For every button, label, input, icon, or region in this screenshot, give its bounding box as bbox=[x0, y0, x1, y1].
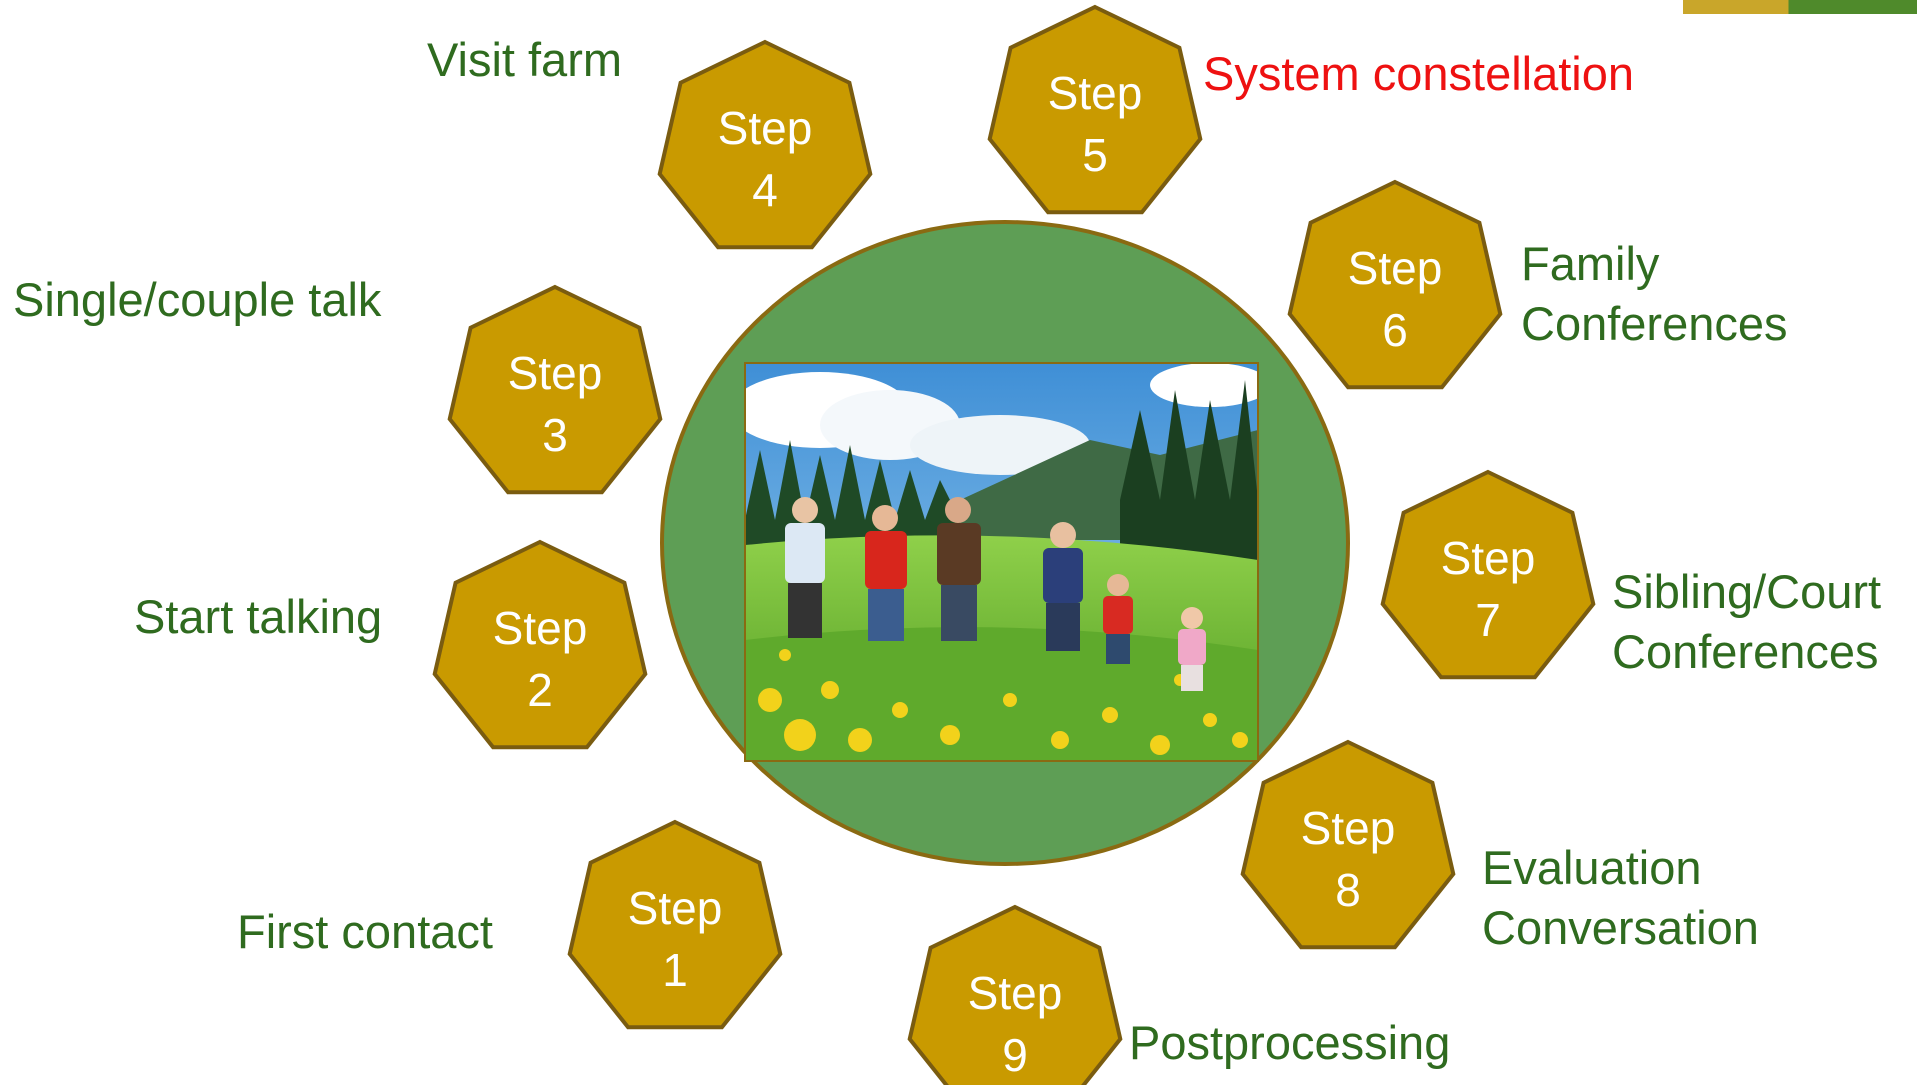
step-4-description-line-1: Visit farm bbox=[427, 33, 622, 86]
step-2-label: Step bbox=[493, 602, 588, 654]
step-6-heptagon: Step 6 bbox=[1287, 179, 1503, 390]
step-7-heptagon: Step 7 bbox=[1380, 469, 1596, 680]
step-2-heptagon: Step 2 bbox=[432, 539, 648, 750]
step-6-description-line-1: Family bbox=[1521, 237, 1660, 290]
step-4-heptagon: Step 4 bbox=[657, 39, 873, 250]
photo-frame bbox=[744, 362, 1259, 762]
step-4-number: 4 bbox=[752, 164, 778, 216]
step-5-heptagon: Step 5 bbox=[987, 4, 1203, 215]
step-9-description: Postprocessing bbox=[1129, 1013, 1450, 1073]
corner-logo-strip bbox=[1683, 0, 1917, 14]
step-1-label: Step bbox=[628, 882, 723, 934]
step-7-number: 7 bbox=[1475, 594, 1501, 646]
step-1-number: 1 bbox=[662, 944, 688, 996]
step-6-heptagon-shape bbox=[1287, 179, 1503, 390]
step-7-heptagon-shape bbox=[1380, 469, 1596, 680]
step-7-label: Step bbox=[1441, 532, 1536, 584]
step-heptagons: Step1Step2Step3Step4Step5Step6Step7Step8… bbox=[432, 4, 1596, 1085]
step-9-number: 9 bbox=[1002, 1029, 1028, 1081]
step-2-description: Start talking bbox=[134, 587, 382, 647]
step-1-description-line-1: First contact bbox=[237, 905, 493, 958]
step-8-description: Evaluation Conversation bbox=[1482, 838, 1759, 958]
step-3-label: Step bbox=[508, 347, 603, 399]
step-6-label: Step bbox=[1348, 242, 1443, 294]
step-5-description: System constellation bbox=[1203, 44, 1634, 104]
step-9-heptagon: Step 9 bbox=[907, 904, 1123, 1085]
step-5-number: 5 bbox=[1082, 129, 1108, 181]
step-7-description-line-1: Sibling/Court bbox=[1612, 565, 1882, 618]
step-8-heptagon: Step 8 bbox=[1240, 739, 1456, 950]
step-8-description-line-1: Evaluation bbox=[1482, 841, 1702, 894]
step-3-heptagon: Step 3 bbox=[447, 284, 663, 495]
step-1-heptagon: Step 1 bbox=[567, 819, 783, 1030]
family-walking-in-meadow-photo bbox=[745, 363, 1258, 761]
step-8-label: Step bbox=[1301, 802, 1396, 854]
step-3-heptagon-shape bbox=[447, 284, 663, 495]
step-2-description-line-1: Start talking bbox=[134, 590, 383, 643]
step-1-heptagon-shape bbox=[567, 819, 783, 1030]
step-6-number: 6 bbox=[1382, 304, 1408, 356]
step-9-label: Step bbox=[968, 967, 1063, 1019]
step-7-description: Sibling/Court Conferences bbox=[1612, 562, 1881, 682]
step-6-description-line-2: Conferences bbox=[1521, 297, 1788, 350]
step-2-heptagon-shape bbox=[432, 539, 648, 750]
step-4-label: Step bbox=[718, 102, 813, 154]
step-7-description-line-2: Conferences bbox=[1612, 625, 1879, 678]
step-9-description-line-1: Postprocessing bbox=[1129, 1016, 1451, 1069]
step-3-description: Single/couple talk bbox=[13, 270, 381, 330]
step-3-description-line-1: Single/couple talk bbox=[13, 273, 382, 326]
step-2-number: 2 bbox=[527, 664, 553, 716]
step-8-number: 8 bbox=[1335, 864, 1361, 916]
step-6-description: Family Conferences bbox=[1521, 234, 1788, 354]
step-5-heptagon-shape bbox=[987, 4, 1203, 215]
step-4-heptagon-shape bbox=[657, 39, 873, 250]
step-1-description: First contact bbox=[237, 902, 493, 962]
step-4-description: Visit farm bbox=[427, 30, 622, 90]
step-8-heptagon-shape bbox=[1240, 739, 1456, 950]
step-5-label: Step bbox=[1048, 67, 1143, 119]
step-3-number: 3 bbox=[542, 409, 568, 461]
step-5-description-line-1: System constellation bbox=[1203, 47, 1635, 100]
step-9-heptagon-shape bbox=[907, 904, 1123, 1085]
step-8-description-line-2: Conversation bbox=[1482, 901, 1759, 954]
